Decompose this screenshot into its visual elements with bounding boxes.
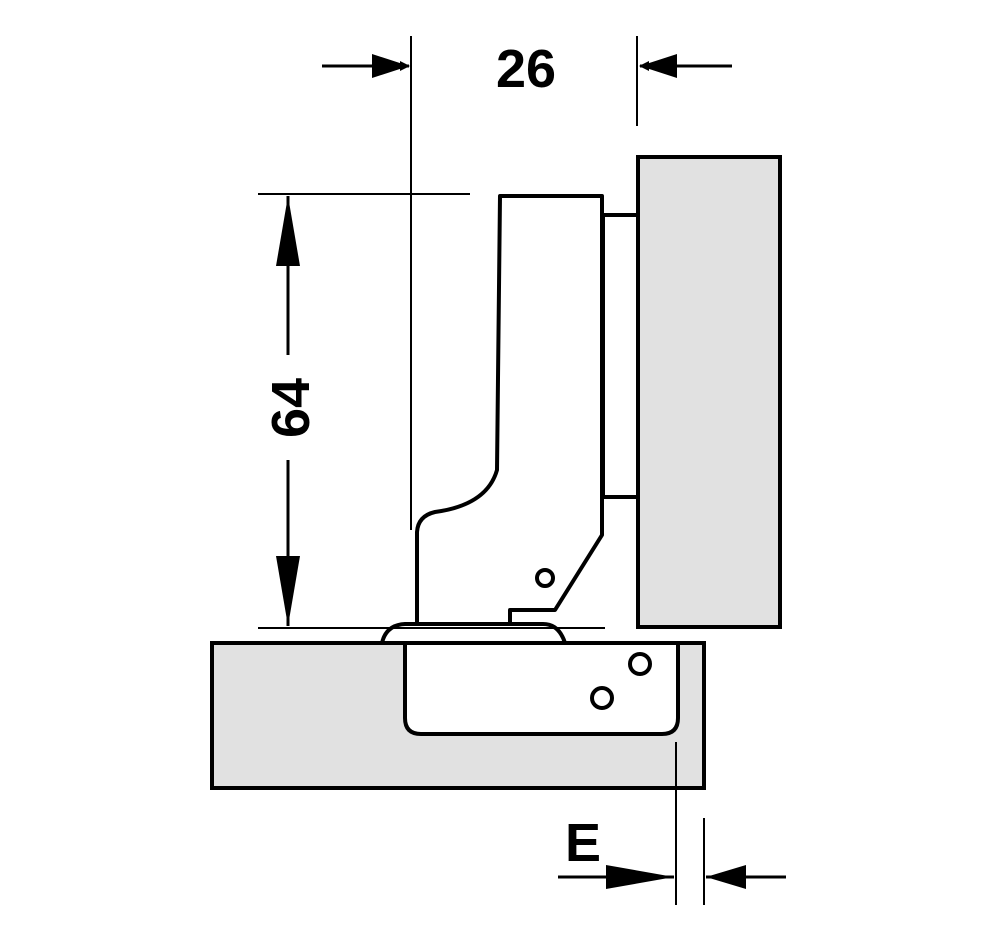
dimension-label-26: 26 bbox=[496, 39, 556, 99]
mounting-plate bbox=[601, 213, 640, 499]
arrowhead-64-top bbox=[276, 196, 300, 266]
hinge-arm-rivet bbox=[535, 568, 555, 588]
hinge-arm bbox=[415, 194, 604, 626]
arrowhead-26-right bbox=[640, 54, 677, 78]
dimension-label-e: E bbox=[565, 813, 601, 873]
arrowhead-26-left bbox=[372, 54, 409, 78]
arrowhead-e-right bbox=[706, 865, 746, 889]
cup-screw-hole-upper bbox=[628, 652, 652, 676]
arrowhead-e-left bbox=[606, 865, 674, 889]
dimension-label-64: 64 bbox=[261, 378, 321, 438]
hinge-cup bbox=[403, 641, 680, 736]
cabinet-side-panel bbox=[636, 155, 782, 629]
arrowhead-64-bottom bbox=[276, 556, 300, 626]
cup-screw-hole-lower bbox=[590, 686, 614, 710]
hinge-cup-flange bbox=[379, 622, 568, 645]
